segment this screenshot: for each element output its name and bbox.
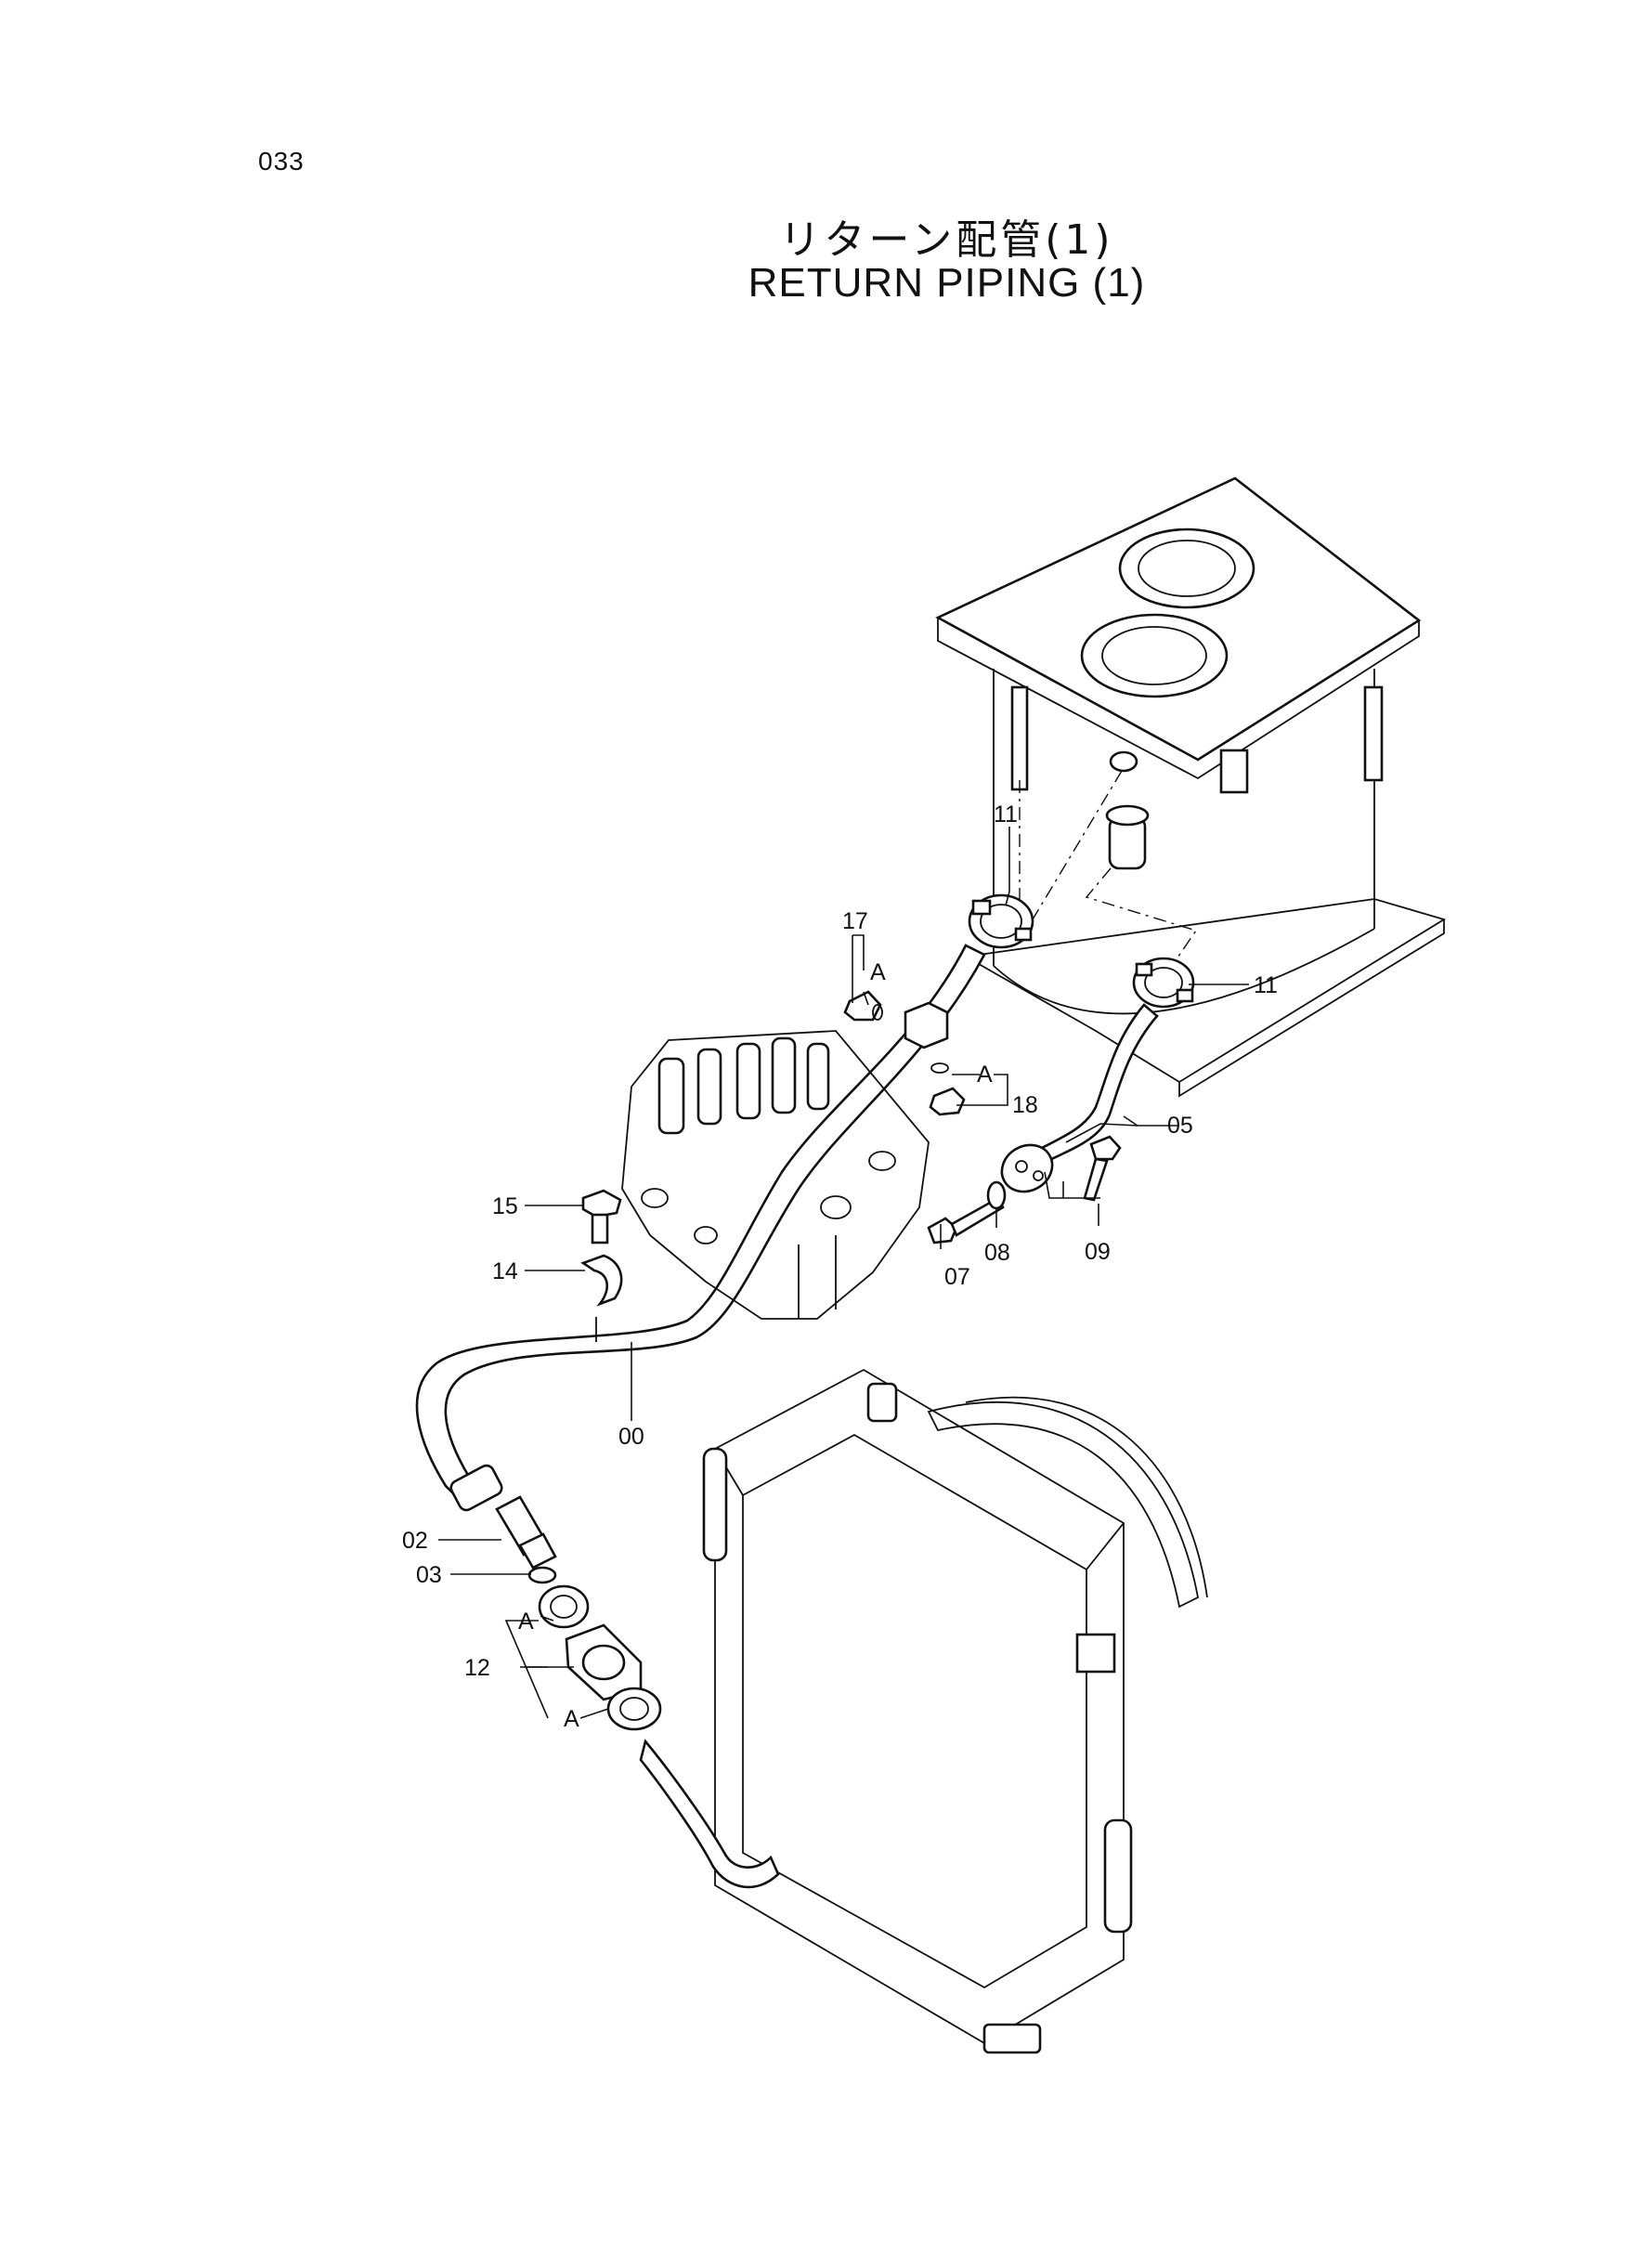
o-ring-03 <box>527 1566 557 1584</box>
bolt-15 <box>581 1189 622 1244</box>
control-valve <box>621 1030 930 1320</box>
bolt-09 <box>1083 1135 1122 1202</box>
plug-17 <box>843 990 883 1022</box>
radiator <box>639 1368 1208 2054</box>
callout-02: 02 <box>402 1528 428 1554</box>
callout-14: 14 <box>492 1258 518 1284</box>
callout-07: 07 <box>944 1264 970 1290</box>
hose-block <box>904 1001 949 1049</box>
o-ring-08 <box>986 1180 1007 1210</box>
ref-mark-a-18: A <box>977 1062 993 1088</box>
callout-08: 08 <box>984 1240 1010 1266</box>
ref-mark-a-12-lower: A <box>564 1706 579 1732</box>
page-title-english: RETURN PIPING (1) <box>748 260 1146 306</box>
callout-05: 05 <box>1167 1113 1193 1139</box>
adapter-12 <box>538 1584 662 1731</box>
callout-15: 15 <box>492 1193 518 1219</box>
leader-lines <box>438 827 1249 1719</box>
plug-18 <box>929 1062 966 1116</box>
hose-clamp-upper <box>968 893 1034 949</box>
callout-00: 00 <box>618 1424 644 1450</box>
hose-clamp-lower <box>1132 957 1195 1009</box>
callout-03: 03 <box>416 1562 442 1588</box>
callout-11-upper: 11 <box>994 801 1018 827</box>
ref-mark-a-17: A <box>870 959 886 985</box>
hose-clip-14 <box>580 1254 623 1307</box>
return-hose-main <box>415 944 986 1512</box>
callout-11-lower: 11 <box>1254 972 1278 998</box>
callout-18: 18 <box>1012 1092 1038 1118</box>
callout-09: 09 <box>1085 1239 1111 1265</box>
return-pipe <box>1000 1003 1159 1193</box>
page-number: 033 <box>258 147 305 176</box>
callout-12: 12 <box>464 1655 490 1681</box>
hydraulic-tank <box>935 476 1447 1098</box>
fitting-02 <box>495 1495 557 1570</box>
callout-17: 17 <box>842 908 868 934</box>
ref-mark-a-12-upper: A <box>518 1609 534 1635</box>
bolt-07 <box>927 1196 1005 1244</box>
page-title-japanese: リターン配管(1) <box>779 216 1114 264</box>
